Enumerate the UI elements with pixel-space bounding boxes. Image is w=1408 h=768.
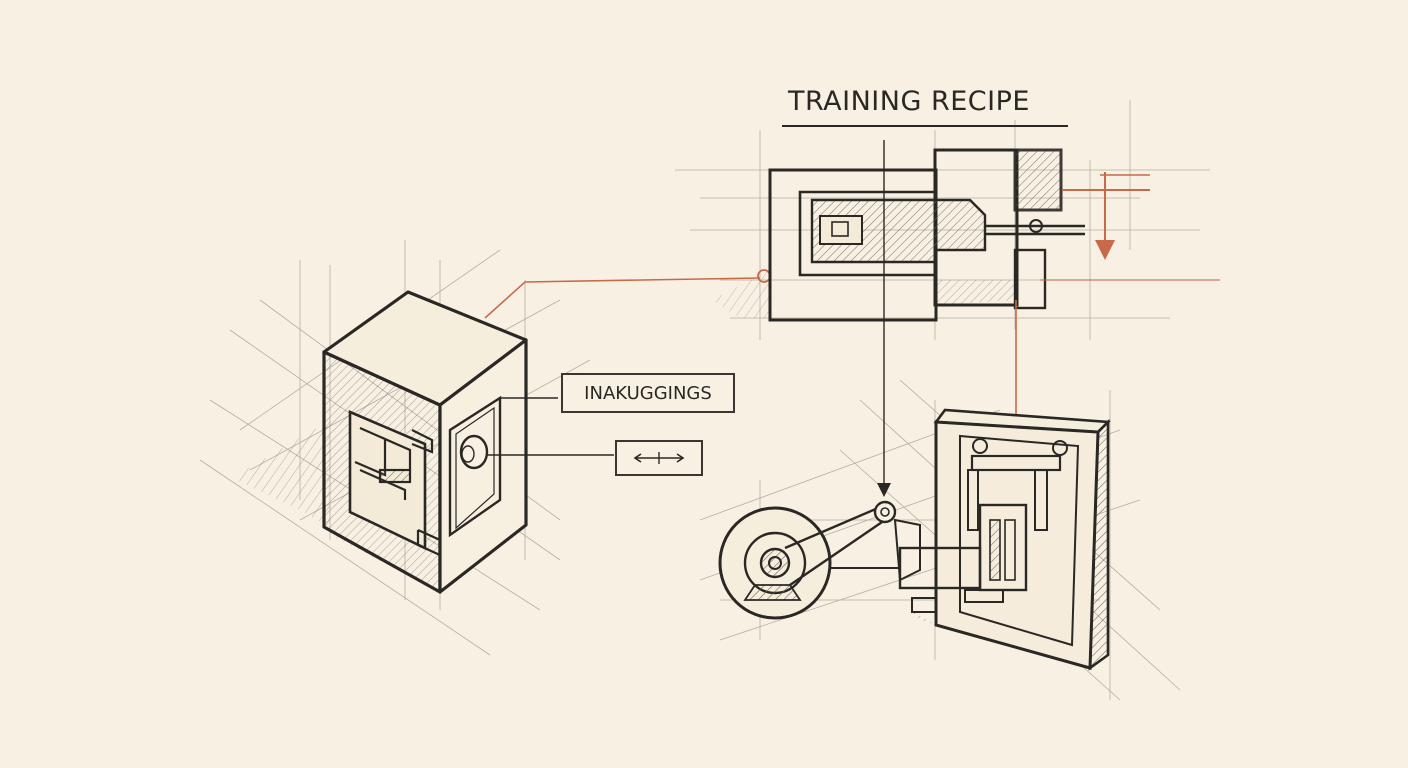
arrow-callout-box <box>615 440 703 476</box>
double-arrow-icon <box>633 452 685 464</box>
cabinet-shadow <box>232 420 440 592</box>
idler-pulley <box>873 500 897 524</box>
isometric-cabinet <box>232 290 614 594</box>
section-view-drawing <box>712 148 1220 322</box>
callout-label-box: INAKUGGINGS <box>561 373 735 413</box>
diagram-title: TRAINING RECIPE <box>788 86 1030 117</box>
drive-mechanism-drawing <box>718 408 1111 671</box>
cabinet-right-face <box>438 338 528 594</box>
callout-label: INAKUGGINGS <box>584 382 712 404</box>
accent-connector-line <box>484 277 761 319</box>
